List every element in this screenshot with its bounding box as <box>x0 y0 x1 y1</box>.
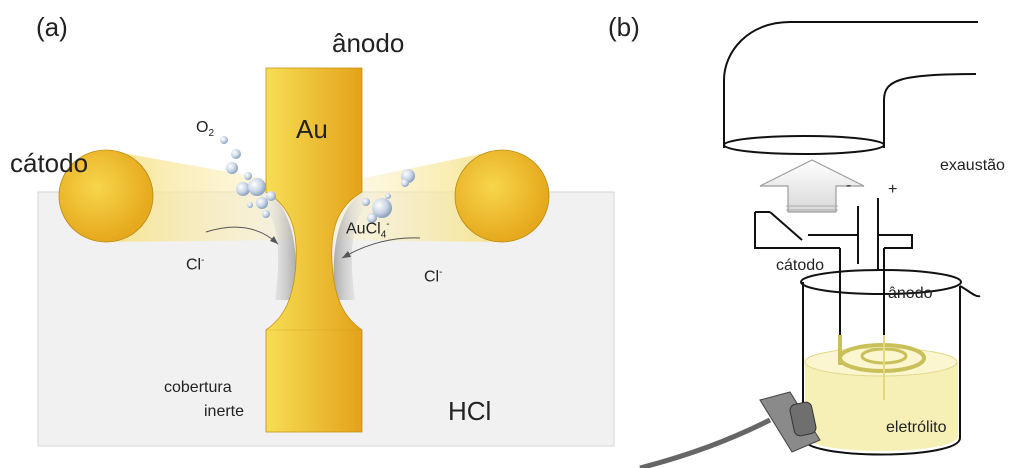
cathode-left <box>58 149 154 243</box>
cathode-label-b: cátodo <box>776 257 825 274</box>
exhaust-hood-opening <box>723 135 885 155</box>
beaker-rim <box>800 269 962 295</box>
chloride-label-left: Cl- <box>186 255 205 274</box>
electrolyte-label: eletrólito <box>886 419 947 436</box>
panel-a-label: (a) <box>36 12 68 42</box>
anode-label: ânodo <box>332 28 405 58</box>
power-plug <box>639 391 821 468</box>
chloride-arrow-right-head <box>342 251 351 258</box>
bubbles-right <box>362 169 415 223</box>
chloride-label-right: Cl- <box>424 267 443 286</box>
chloride-arrow-right <box>341 237 421 259</box>
chloride-arrow-left-head <box>270 236 278 244</box>
exhaust-label: exaustão <box>940 157 1005 174</box>
plus-label: + <box>888 181 898 198</box>
etch-shadow-right <box>333 192 375 300</box>
exhaust-hood-top <box>723 21 978 148</box>
circuit <box>754 198 913 335</box>
etch-shadow-left <box>255 192 297 300</box>
coating-label-line1: cobertura <box>164 379 232 396</box>
cathode-right <box>454 149 550 243</box>
electrolyte <box>805 362 958 451</box>
cathode-label: cátodo <box>10 148 89 178</box>
oxygen-label: O2 <box>196 119 215 140</box>
oxygen-bubbles-left <box>220 136 276 218</box>
cathode-beam-left <box>106 150 300 242</box>
gold-anode <box>265 67 363 433</box>
electrode-metal-label: Au <box>296 114 328 144</box>
exhaust-arrow <box>759 159 865 213</box>
minus-label: - <box>846 177 852 194</box>
beaker-spout <box>959 285 981 298</box>
solution-label: HCl <box>448 396 492 426</box>
complex-label: AuCl4- <box>346 219 390 241</box>
exhaust-hood-duct <box>883 73 977 148</box>
cathode-coil-outer <box>838 343 926 373</box>
coating-label-line2: inerte <box>204 403 245 420</box>
panel-b-label: (b) <box>608 12 640 42</box>
anode-label-b: ânodo <box>888 285 933 302</box>
